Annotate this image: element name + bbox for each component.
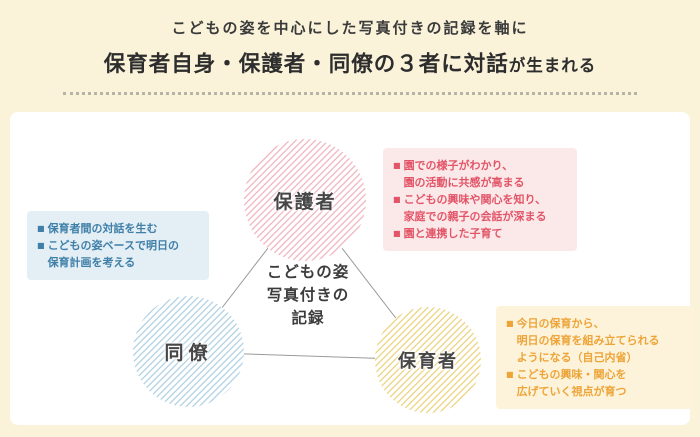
circle-parents: 保護者 [244,139,366,261]
bullet-square-icon: ■ [393,195,401,204]
bullet-square-icon: ■ [393,161,401,170]
note-text: こどもの姿ベースで明日の 保育計画を考える [47,239,180,269]
note-text: こどもの興味や関心を知り、 家庭での親子の会話が深まる [403,193,547,223]
circle-caregivers-label: 保育者 [398,351,458,372]
diagram-panel: 保護者 同僚 保育者 こどもの姿 写真付きの 記録 ■ 園での様子がわかり、 園… [10,112,694,425]
center-record-label: こどもの姿 写真付きの 記録 [266,263,350,327]
note-item: ■ 園での様子がわかり、 園の活動に共感が高まる [393,157,567,191]
title-line-1: こどもの姿を中心にした写真付きの記録を軸に [171,19,529,37]
note-item: ■ こどもの興味・関心を 広げていく視点が育つ [506,366,684,400]
circle-colleagues-label: 同僚 [164,342,213,364]
note-parents: ■ 園での様子がわかり、 園の活動に共感が高まる ■ こどもの興味や関心を知り、… [383,148,577,251]
note-item: ■ 今日の保育から、 明日の保育を組み立てられる ようになる（自己内省） [506,315,684,366]
circle-caregivers: 保育者 [375,307,481,413]
note-parents-list: ■ 園での様子がわかり、 園の活動に共感が高まる ■ こどもの興味や関心を知り、… [393,157,567,242]
note-caregivers: ■ 今日の保育から、 明日の保育を組み立てられる ようになる（自己内省） ■ こ… [496,306,694,409]
bullet-square-icon: ■ [37,241,45,250]
note-text: 園での様子がわかり、 園の活動に共感が高まる [403,159,525,189]
note-text: 保育者間の対話を生む [47,222,158,235]
title-line-2: 保育者自身・保護者・同僚の３者に対話が生まれる [0,47,700,78]
bullet-square-icon: ■ [37,224,45,233]
title-line-2-suffix: が生まれる [508,56,597,75]
note-text: 園と連携した子育て [403,227,503,240]
note-text: こどもの興味・関心を 広げていく視点が育つ [516,368,627,398]
note-item: ■ こどもの姿ベースで明日の 保育計画を考える [37,237,199,271]
note-caregivers-list: ■ 今日の保育から、 明日の保育を組み立てられる ようになる（自己内省） ■ こ… [506,315,684,400]
page-title: こどもの姿を中心にした写真付きの記録を軸に 保育者自身・保護者・同僚の３者に対話… [0,17,700,78]
note-colleagues: ■ 保育者間の対話を生む ■ こどもの姿ベースで明日の 保育計画を考える [27,211,209,280]
circle-colleagues: 同僚 [133,296,244,407]
note-item: ■ 保育者間の対話を生む [37,220,199,237]
bullet-square-icon: ■ [393,229,401,238]
stitch-divider [63,92,637,95]
bullet-square-icon: ■ [506,319,514,328]
note-item: ■ こどもの興味や関心を知り、 家庭での親子の会話が深まる [393,191,567,225]
bullet-square-icon: ■ [506,370,514,379]
note-colleagues-list: ■ 保育者間の対話を生む ■ こどもの姿ベースで明日の 保育計画を考える [37,220,199,271]
note-item: ■ 園と連携した子育て [393,225,567,242]
note-text: 今日の保育から、 明日の保育を組み立てられる ようになる（自己内省） [516,317,660,364]
circle-parents-label: 保護者 [273,190,337,213]
title-line-2-main: 保育者自身・保護者・同僚の３者に対話 [103,52,509,77]
